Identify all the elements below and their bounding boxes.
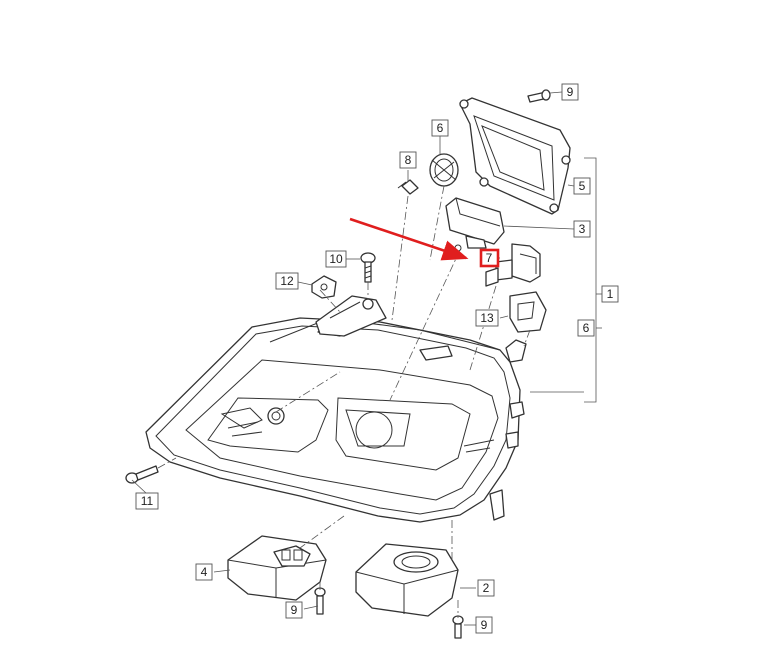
svg-text:10: 10 bbox=[329, 252, 343, 266]
callout-9-right[interactable]: 9 bbox=[475, 616, 493, 634]
callout-11[interactable]: 11 bbox=[135, 492, 159, 510]
clip-13 bbox=[509, 291, 547, 333]
group-bracket bbox=[584, 157, 602, 403]
xenon-bulb-7 bbox=[485, 243, 541, 287]
svg-text:9: 9 bbox=[481, 618, 488, 632]
svg-text:4: 4 bbox=[201, 565, 208, 579]
ballast-module-2 bbox=[355, 543, 459, 617]
callout-5[interactable]: 5 bbox=[573, 177, 591, 195]
callout-2[interactable]: 2 bbox=[477, 579, 495, 597]
callout-8[interactable]: 8 bbox=[399, 151, 417, 169]
bulb-8 bbox=[397, 179, 419, 195]
control-unit-3 bbox=[445, 197, 505, 252]
retaining-ring-6 bbox=[429, 153, 459, 187]
cover-cap-5 bbox=[459, 97, 571, 215]
nut-12 bbox=[311, 275, 337, 299]
svg-text:8: 8 bbox=[405, 153, 412, 167]
svg-text:5: 5 bbox=[579, 179, 586, 193]
svg-text:3: 3 bbox=[579, 222, 586, 236]
svg-text:6: 6 bbox=[437, 121, 444, 135]
svg-text:13: 13 bbox=[480, 311, 494, 325]
ballast-module-4 bbox=[227, 535, 327, 601]
callout-12[interactable]: 12 bbox=[275, 272, 299, 290]
headlight-housing bbox=[145, 317, 527, 523]
highlight-arrow bbox=[349, 217, 469, 261]
callout-3[interactable]: 3 bbox=[573, 220, 591, 238]
callout-10[interactable]: 10 bbox=[325, 250, 347, 268]
svg-text:7: 7 bbox=[486, 251, 493, 265]
svg-text:11: 11 bbox=[141, 494, 154, 508]
screw-10 bbox=[360, 252, 376, 283]
screw-9-top bbox=[527, 89, 551, 103]
svg-text:1: 1 bbox=[607, 287, 614, 301]
callout-7-highlighted[interactable]: 7 bbox=[479, 248, 500, 268]
screw-9-left bbox=[314, 587, 326, 615]
callout-1[interactable]: 1 bbox=[601, 285, 619, 303]
screw-9-right bbox=[452, 615, 464, 639]
svg-text:9: 9 bbox=[567, 85, 574, 99]
assembly-lines bbox=[157, 185, 531, 618]
callout-9-top[interactable]: 9 bbox=[561, 83, 579, 101]
svg-text:12: 12 bbox=[280, 274, 294, 288]
callout-6-side[interactable]: 6 bbox=[577, 319, 595, 337]
svg-text:6: 6 bbox=[583, 321, 590, 335]
callout-6-top[interactable]: 6 bbox=[431, 119, 449, 137]
svg-text:9: 9 bbox=[291, 603, 298, 617]
screw-11 bbox=[125, 465, 159, 484]
callout-13[interactable]: 13 bbox=[475, 309, 499, 327]
callout-9-left[interactable]: 9 bbox=[285, 601, 303, 619]
leader-lines bbox=[131, 91, 584, 626]
svg-text:2: 2 bbox=[483, 581, 490, 595]
callout-4[interactable]: 4 bbox=[195, 563, 213, 581]
